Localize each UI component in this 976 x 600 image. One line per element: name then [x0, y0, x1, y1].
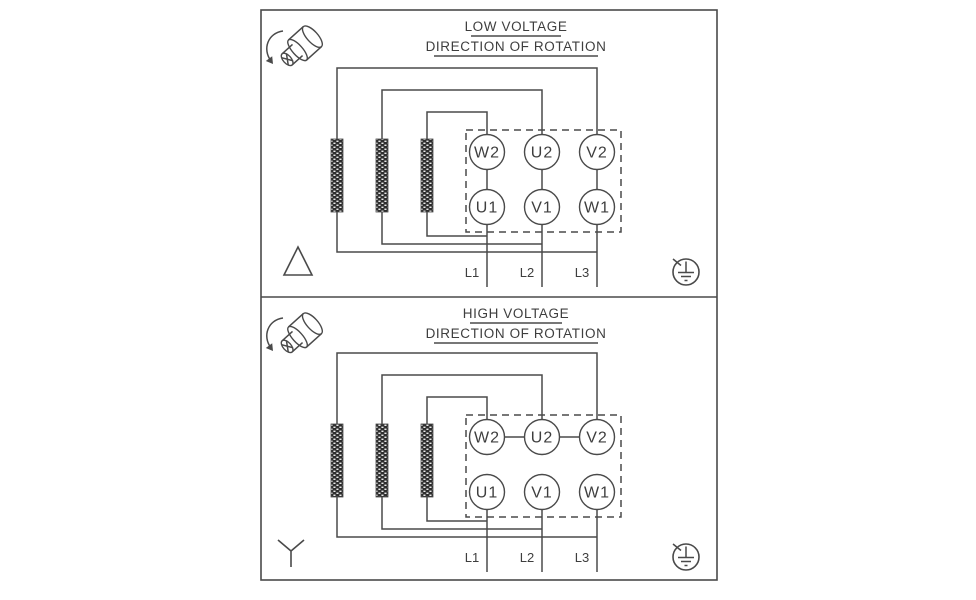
winding-bar — [420, 138, 434, 213]
terminal-label: V2 — [586, 430, 608, 447]
terminal-u2: U2 — [523, 133, 561, 171]
terminal-label: W2 — [474, 145, 500, 162]
panel-low-voltage: LOW VOLTAGE DIRECTION OF ROTATION W2 U — [265, 19, 700, 287]
lead-label-l2: L2 — [520, 550, 534, 565]
wire-middle-loop — [381, 374, 543, 530]
terminal-label: V1 — [531, 200, 553, 217]
lead-label-l2: L2 — [520, 265, 534, 280]
terminal-v2: V2 — [578, 133, 616, 171]
wire-outer-loop — [336, 67, 598, 253]
winding-bar — [375, 138, 389, 213]
diagram-border — [260, 9, 718, 581]
terminal-label: W1 — [584, 200, 610, 217]
winding-bar — [375, 423, 389, 498]
star-connection-icon — [277, 539, 305, 567]
terminal-u2: U2 — [523, 418, 561, 456]
terminal-label: U2 — [531, 145, 553, 162]
terminal-label: W2 — [474, 430, 500, 447]
terminal-label: W1 — [584, 485, 610, 502]
terminal-w2: W2 — [468, 133, 506, 171]
terminal-u1: U1 — [468, 473, 506, 511]
wire-middle-loop — [381, 89, 543, 245]
terminal-v1: V1 — [523, 188, 561, 226]
lead-label-l3: L3 — [575, 265, 589, 280]
panel-title: LOW VOLTAGE — [465, 19, 568, 34]
terminal-w2: W2 — [468, 418, 506, 456]
wire-outer-loop — [336, 352, 598, 538]
wire-inner-loop — [426, 396, 488, 522]
earth-ground-icon — [672, 258, 700, 286]
terminal-block-dashed-outline — [465, 414, 622, 518]
lead-label-l3: L3 — [575, 550, 589, 565]
terminal-label: V1 — [531, 485, 553, 502]
terminal-u1: U1 — [468, 188, 506, 226]
terminal-label: U1 — [476, 485, 498, 502]
lead-label-l1: L1 — [465, 550, 479, 565]
winding-bar — [330, 423, 344, 498]
terminal-block-dashed-outline — [465, 129, 622, 233]
lead-label-l1: L1 — [465, 265, 479, 280]
terminal-label: U2 — [531, 430, 553, 447]
panel-high-voltage: HIGH VOLTAGE DIRECTION OF ROTATION W2 U2 — [265, 306, 700, 572]
terminal-v1: V1 — [523, 473, 561, 511]
delta-connection-icon — [282, 245, 314, 276]
motor-rotation-icon — [265, 22, 327, 73]
terminal-label: U1 — [476, 200, 498, 217]
terminal-w1: W1 — [578, 188, 616, 226]
terminal-v2: V2 — [578, 418, 616, 456]
terminal-label: V2 — [586, 145, 608, 162]
wire-inner-loop — [426, 111, 488, 237]
terminal-w1: W1 — [578, 473, 616, 511]
panel-subtitle: DIRECTION OF ROTATION — [426, 39, 607, 54]
earth-ground-icon — [672, 543, 700, 571]
winding-bar — [330, 138, 344, 213]
winding-bar — [420, 423, 434, 498]
motor-rotation-icon — [265, 309, 327, 360]
panel-title: HIGH VOLTAGE — [463, 306, 569, 321]
panel-subtitle: DIRECTION OF ROTATION — [426, 326, 607, 341]
